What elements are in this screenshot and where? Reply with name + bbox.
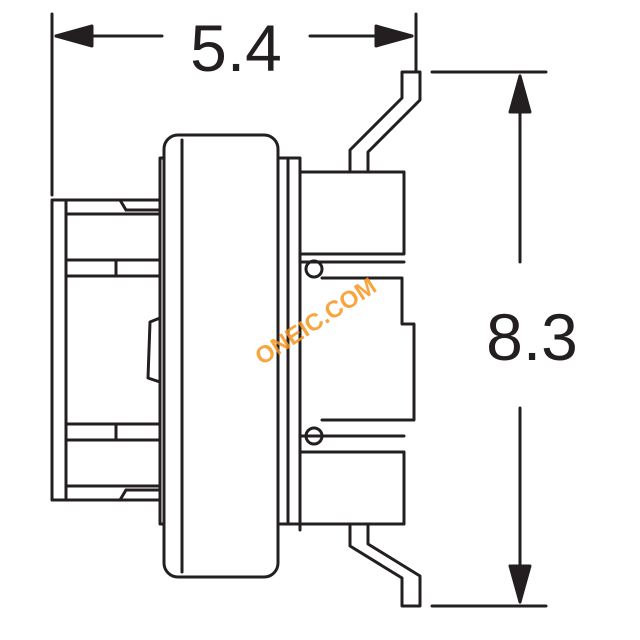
width-arrow-left <box>54 24 94 48</box>
left-lower-tab <box>64 438 162 488</box>
right-middle-block <box>320 276 416 422</box>
height-arrow-bottom <box>508 564 532 604</box>
left-housing <box>50 198 162 502</box>
switch-body <box>158 133 302 579</box>
actuator-cap <box>162 133 280 579</box>
right-lower-block <box>298 450 406 526</box>
right-upper-block <box>298 170 406 256</box>
height-dimension-label: 8.3 <box>486 300 578 374</box>
width-arrow-right <box>374 24 414 48</box>
width-dimension-label: 5.4 <box>190 11 282 85</box>
left-housing-outer <box>50 198 162 502</box>
upper-rivet <box>304 259 324 279</box>
width-dimension <box>50 12 418 197</box>
lower-terminal-lead <box>348 522 422 608</box>
upper-terminal-lead <box>348 70 422 174</box>
height-dimension <box>430 70 548 608</box>
left-upper-tab <box>64 212 162 262</box>
right-side <box>298 70 422 608</box>
height-arrow-top <box>508 74 532 114</box>
left-center-bump <box>146 316 162 384</box>
